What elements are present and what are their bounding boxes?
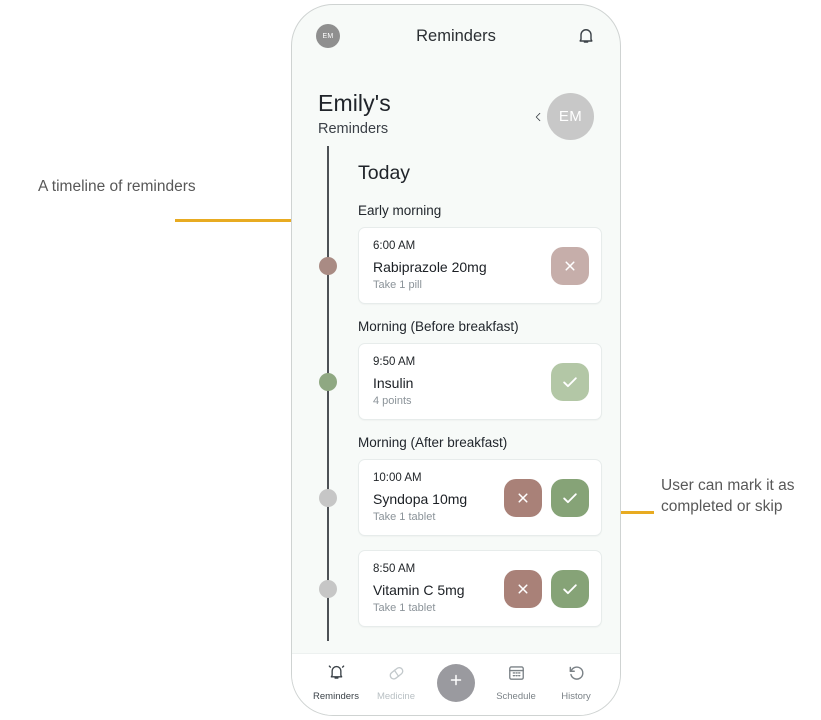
profile-header: Emily's Reminders EM xyxy=(292,67,620,146)
timeline-dot xyxy=(319,256,337,275)
skip-button[interactable] xyxy=(551,246,589,285)
phone-mockup: EM Reminders Emily's Reminders xyxy=(291,4,621,716)
check-icon xyxy=(560,488,580,508)
reminder-medicine-name: Rabiprazole 20mg xyxy=(373,259,487,275)
plus-icon xyxy=(447,671,465,694)
annotation-actions-label: User can mark it as completed or skip xyxy=(661,477,795,515)
timeline-body: Today Early morning 6:00 AM Rabiprazole 20… xyxy=(292,146,620,653)
timeline-dot xyxy=(319,372,337,391)
bell-ringing-icon xyxy=(327,663,346,687)
reminder-actions xyxy=(551,246,589,285)
reminder-actions xyxy=(551,362,589,401)
arrow-shaft xyxy=(175,219,295,222)
skip-button[interactable] xyxy=(504,478,542,517)
arrow-shaft xyxy=(610,511,654,514)
check-icon xyxy=(560,579,580,599)
complete-button[interactable] xyxy=(551,478,589,517)
skip-button[interactable] xyxy=(504,569,542,608)
nav-label: Reminders xyxy=(313,690,359,702)
slot-label: Morning (Before breakfast) xyxy=(358,319,519,334)
annotation-timeline-label: A timeline of reminders xyxy=(38,178,196,195)
page-title: Reminders xyxy=(416,26,496,45)
profile-name: Emily's xyxy=(318,90,391,116)
nav-item-medicine[interactable]: Medicine xyxy=(366,663,426,703)
nav-item-schedule[interactable]: Schedule xyxy=(486,663,546,703)
reminder-slot: Morning (After breakfast) 10:00 AM Syndopa… xyxy=(358,434,602,536)
nav-item-add[interactable] xyxy=(426,663,486,702)
reminder-dose: Take 1 pill xyxy=(373,279,422,291)
reminder-time: 6:00 AM xyxy=(373,240,416,252)
profile-switcher[interactable]: EM xyxy=(533,89,594,140)
complete-button[interactable] xyxy=(551,362,589,401)
reminder-dose: Take 1 tablet xyxy=(373,602,436,614)
reminder-time: 9:50 AM xyxy=(373,356,416,368)
pill-icon xyxy=(387,663,406,687)
calendar-icon xyxy=(507,663,526,687)
close-icon xyxy=(561,257,579,275)
reminder-time: 10:00 AM xyxy=(373,472,422,484)
reminder-time: 8:50 AM xyxy=(373,563,416,575)
profile-text: Emily's Reminders xyxy=(318,89,533,140)
history-icon xyxy=(567,663,586,687)
slot-label: Morning (After breakfast) xyxy=(358,435,508,450)
add-reminder-fab[interactable] xyxy=(437,663,475,702)
bottom-navigation: Reminders Medicine Schedule History xyxy=(292,653,620,715)
timeline-content: Today Early morning 6:00 AM Rabiprazole 20… xyxy=(292,160,620,627)
check-icon xyxy=(560,372,580,392)
slot-label: Early morning xyxy=(358,203,442,218)
reminder-actions xyxy=(504,478,589,517)
reminder-dose: Take 1 tablet xyxy=(373,511,436,523)
reminder-medicine-name: Insulin xyxy=(373,375,414,391)
close-icon xyxy=(514,580,532,598)
nav-label: History xyxy=(561,690,591,702)
nav-label: Schedule xyxy=(496,690,536,702)
timeline-dot xyxy=(319,579,337,598)
bell-icon[interactable] xyxy=(576,25,596,47)
avatar[interactable]: EM xyxy=(547,93,594,140)
profile-subtitle: Reminders xyxy=(318,121,389,137)
close-icon xyxy=(514,489,532,507)
reminder-medicine-name: Vitamin C 5mg xyxy=(373,582,465,598)
nav-item-reminders[interactable]: Reminders xyxy=(306,663,366,703)
timeline-dot xyxy=(319,488,337,507)
timeline-rail xyxy=(327,146,329,641)
reminder-info: 9:50 AM Insulin 4 points xyxy=(373,354,551,409)
chevron-left-icon[interactable] xyxy=(533,108,544,126)
reminder-actions xyxy=(504,569,589,608)
reminder-medicine-name: Syndopa 10mg xyxy=(373,491,468,507)
day-heading: Today xyxy=(358,162,411,184)
reminder-dose: 4 points xyxy=(373,395,412,407)
complete-button[interactable] xyxy=(551,569,589,608)
topbar-avatar[interactable]: EM xyxy=(316,24,340,48)
reminder-card[interactable]: 9:50 AM Insulin 4 points xyxy=(358,343,602,420)
reminder-slot: Morning (Before breakfast) 9:50 AM Insulin… xyxy=(358,318,602,420)
annotation-arrow-left xyxy=(175,214,307,226)
nav-label: Medicine xyxy=(376,690,416,702)
nav-item-history[interactable]: History xyxy=(546,663,606,703)
app-top-bar: EM Reminders xyxy=(292,5,620,67)
